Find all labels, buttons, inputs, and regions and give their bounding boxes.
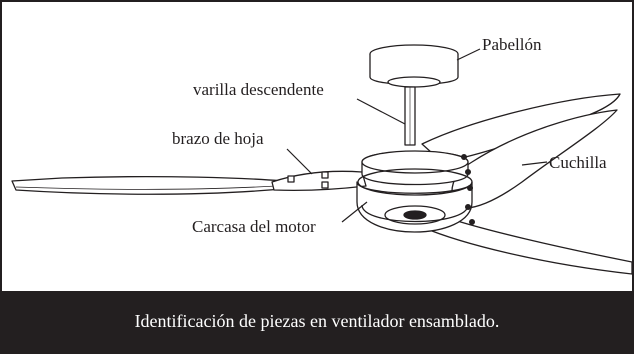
leader-blade: [521, 161, 548, 166]
caption-bar: Identificación de piezas en ventilador e…: [2, 291, 632, 352]
bottom-blade-illustration: [421, 215, 632, 275]
canopy-illustration: [369, 44, 459, 88]
label-motor-housing: Carcasa del motor: [192, 217, 316, 236]
label-canopy: Pabellón: [482, 35, 542, 54]
leader-downrod: [356, 98, 406, 125]
left-blade-illustration: [11, 175, 306, 195]
label-blade: Cuchilla: [549, 153, 607, 172]
leader-blade-arm: [286, 148, 313, 175]
leader-lines: [286, 48, 548, 223]
caption-text: Identificación de piezas en ventilador e…: [134, 311, 500, 331]
blade-arm-illustration: [271, 170, 367, 192]
blade-screws: [461, 154, 475, 225]
downrod-illustration: [404, 86, 416, 146]
label-blade-arm: brazo de hoja: [172, 129, 264, 148]
ceiling-fan-diagram: Pabellón varilla descendente brazo de ho…: [11, 35, 632, 275]
leader-canopy: [456, 48, 481, 61]
label-downrod: varilla descendente: [193, 80, 324, 99]
leader-motor: [341, 201, 368, 223]
motor-housing-illustration: [356, 150, 473, 233]
